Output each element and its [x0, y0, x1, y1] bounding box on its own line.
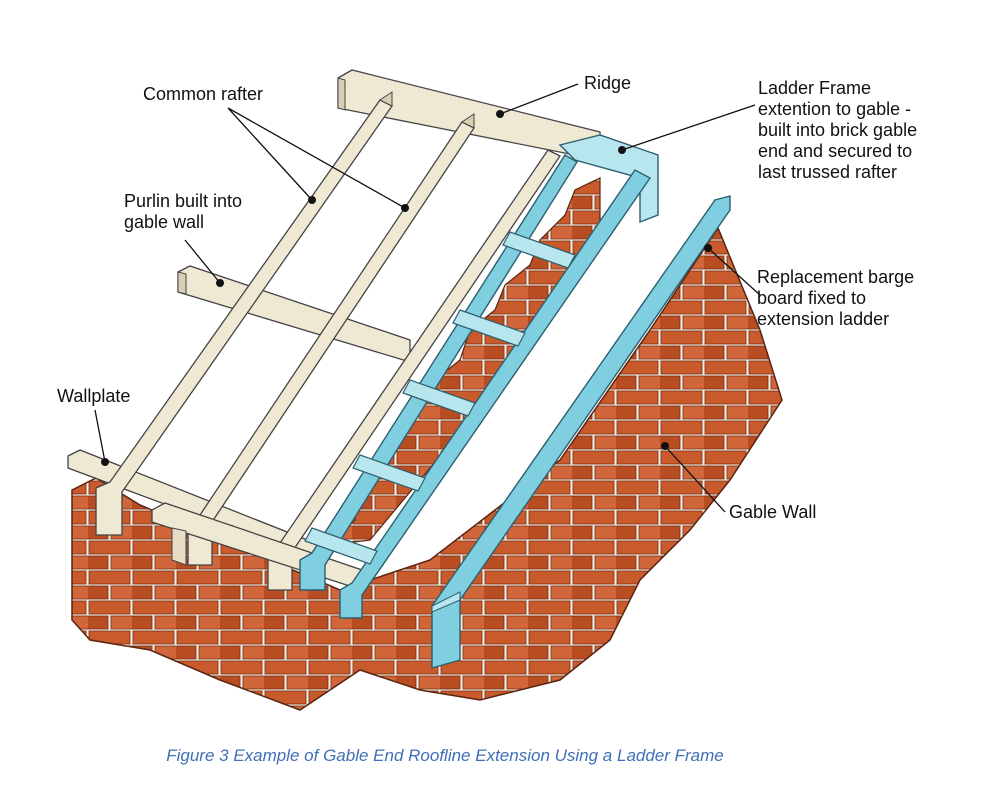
label-wallplate: Wallplate	[57, 386, 131, 406]
gable-wall	[71, 226, 783, 711]
label-common-rafter: Common rafter	[143, 84, 264, 104]
label-purlin: Purlin built into gable wall	[124, 191, 243, 232]
common-rafters	[95, 91, 561, 591]
barge-board	[431, 195, 731, 669]
label-barge-board: Replacement barge board fixed to extensi…	[757, 267, 915, 329]
label-ladder-frame: Ladder Frame extention to gable - built …	[758, 78, 918, 182]
label-ridge: Ridge	[584, 73, 632, 93]
leader-lines	[94, 83, 761, 513]
ladder-frame	[299, 134, 659, 619]
leader-dots	[101, 110, 712, 466]
figure-caption: Figure 3 Example of Gable End Roofline E…	[166, 746, 724, 765]
label-gable-wall: Gable Wall	[729, 502, 817, 522]
purlin	[177, 265, 411, 363]
